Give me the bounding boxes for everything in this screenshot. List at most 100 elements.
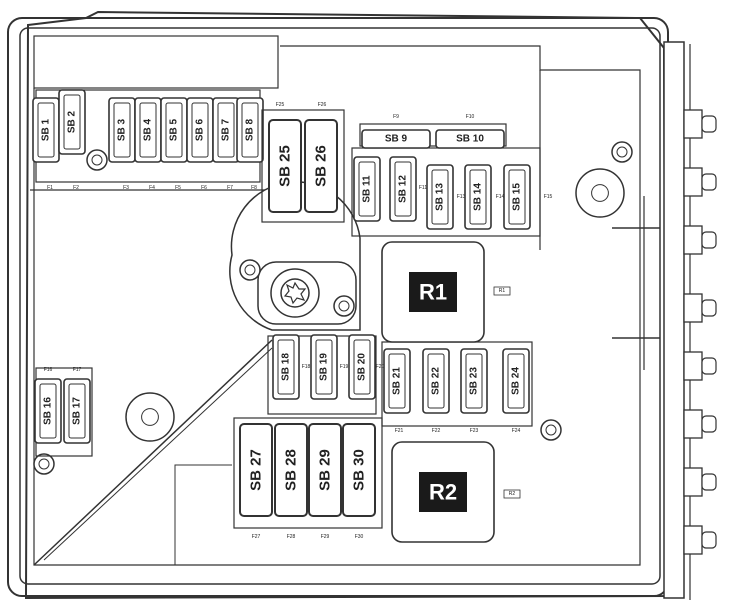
fuse-sb-2-label: SB 2 [67,110,78,133]
fuse-sb-13 [426,164,454,230]
slot-f18-label: F18 [302,364,311,370]
screw-left-head [38,458,50,470]
terminal-stud-8 [683,525,703,555]
slot-f11-label: F11 [419,185,427,191]
fuse-sb-7-window [217,102,235,158]
relay-r2-tag-box [503,489,521,499]
slot-f16-label: F16 [44,367,53,373]
terminal-nut-7 [701,473,717,491]
screw-top-left-head [91,154,103,166]
fuse-sb-16-label: SB 16 [43,397,54,425]
mounting-hole-right [575,168,625,218]
relay-r1-tag-box [493,286,511,296]
slot-f3-label: F3 [123,185,129,191]
fuse-sb-19-label: SB 19 [319,353,330,381]
fuse-sb-27-label: SB 27 [248,449,265,491]
fuse-sb-18-label: SB 18 [281,353,292,381]
mounting-hole-left-center [141,408,159,426]
fuse-sb-20-label: SB 20 [357,353,368,381]
fuse-sb-18-window [277,339,295,395]
screw-top-right-head [616,146,628,158]
relay-r2-tag: R2 [509,491,516,497]
slot-f26-label: F26 [318,102,327,108]
fuse-sb-14 [464,164,492,230]
relay-r1-label: R1 [419,280,447,305]
fuse-sb-25-label: SB 25 [277,145,294,187]
slot-f24-label: F24 [512,428,521,434]
fuse-sb-16-window [39,383,57,439]
fuse-sb-13-label: SB 13 [435,183,446,211]
fuse-sb-20 [348,334,376,400]
fuse-sb-9-label: SB 9 [385,134,408,145]
bracket-screw-right [333,295,355,317]
terminal-stud-4 [683,293,703,323]
fuse-sb-30 [342,423,376,517]
screw-lower-right-head [545,424,557,436]
fuse-sb-2-window [63,94,81,150]
fuse-sb-12 [389,156,417,222]
fuse-sb-29-label: SB 29 [317,449,334,491]
slot-f4-label: F4 [149,185,155,191]
fuse-sb-11-window [358,161,376,217]
fuse-sb-27 [239,423,273,517]
screw-top-right [611,141,633,163]
relay-r2-badge [419,472,467,512]
fuse-sb-20-window [353,339,371,395]
fuse-sb-21-window [388,353,406,409]
slot-f22-label: F22 [432,428,441,434]
fuse-sb-8-window [241,102,259,158]
terminal-stud-5 [683,351,703,381]
fuse-sb-10-label: SB 10 [456,134,484,145]
fuse-sb-6-window [191,102,209,158]
slot-f8-label: F8 [251,185,257,191]
relay-r1-badge [409,272,457,312]
slot-f14-label: F14 [496,194,505,200]
torx-socket [283,281,307,305]
slot-f29-label: F29 [321,534,330,540]
fuse-sb-8-label: SB 8 [245,118,256,141]
slot-f20-label: F20 [376,364,385,370]
relay-r2-label: R2 [429,480,457,505]
slot-f9-label: F9 [393,114,399,120]
fuse-sb-17-label: SB 17 [72,397,83,425]
slot-f21-label: F21 [395,428,404,434]
fuse-sb-22-label: SB 22 [431,367,442,395]
large-fuse-tray-top [261,109,345,223]
terminal-nut-4 [701,299,717,317]
fuse-sb-21-label: SB 21 [392,367,403,395]
fuse-sb-15 [503,164,531,230]
slot-f13-label: F13 [457,194,466,200]
diagonal-rib [33,339,273,566]
fuse-sb-17-window [68,383,86,439]
bracket-screw-left-head [244,264,256,276]
fuse-sb-19-window [315,339,333,395]
slot-f6-label: F6 [201,185,207,191]
fuse-sb-15-label: SB 15 [512,183,523,211]
fuse-sb-1-window [37,102,55,158]
fuse-sb-14-label: SB 14 [473,183,484,211]
bracket-screw-right-head [338,300,350,312]
fuse-sb-14-window [469,169,487,225]
fuse-sb-3-window [113,102,131,158]
slot-f17-label: F17 [73,367,82,373]
terminal-stud-7 [683,467,703,497]
terminal-nut-3 [701,231,717,249]
fuse-sb-30-label: SB 30 [351,449,368,491]
terminal-stud-2 [683,167,703,197]
fuse-sb-11-label: SB 11 [362,175,373,203]
fuse-sb-25 [268,119,302,213]
fuse-sb-4-label: SB 4 [143,118,154,141]
fuse-sb-23-label: SB 23 [469,367,480,395]
fuse-sb-2 [58,89,86,155]
fuse-tray-horizontal [359,123,507,147]
large-fuse-tray-bottom [233,417,383,529]
slot-f27-label: F27 [252,534,261,540]
slot-f28-label: F28 [287,534,296,540]
terminal-nut-6 [701,415,717,433]
fuse-sb-23-window [465,353,483,409]
screw-lower-right [540,419,562,441]
terminal-nut-1 [701,115,717,133]
fuse-sb-12-label: SB 12 [398,175,409,203]
